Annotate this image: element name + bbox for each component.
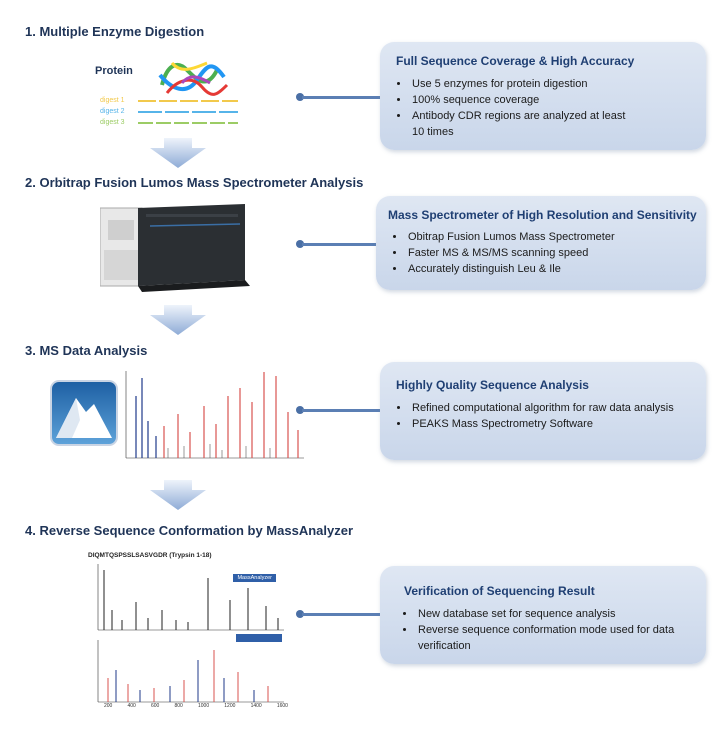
protein-label: Protein (95, 65, 133, 77)
card-step-3: Highly Quality Sequence Analysis Refined… (380, 362, 706, 460)
x-tick-label: 1000 (198, 703, 210, 709)
spectrum-x-ticks: 200 400 600 800 1000 1200 1400 1600 (104, 703, 288, 709)
connector-line-3 (302, 409, 382, 412)
x-tick-label: 800 (174, 703, 183, 709)
connector-dot-2 (296, 240, 304, 248)
step-2-title: 2. Orbitrap Fusion Lumos Mass Spectromet… (25, 175, 364, 190)
digest-2-label: digest 2 (100, 108, 125, 115)
bullet-item: Accurately distinguish Leu & Ile (406, 261, 696, 277)
step-4-title: 4. Reverse Sequence Conformation by Mass… (25, 523, 354, 538)
bullet-item: Use 5 enzymes for protein digestion (410, 76, 640, 92)
massanalyzer-spectrum-chart: DIQMTQSPSSLSASVGDR (Trypsin 1-18) MassAn… (88, 552, 288, 710)
protein-structure-image (158, 61, 229, 96)
x-tick-label: 1600 (276, 703, 288, 709)
card-1-title: Full Sequence Coverage & High Accuracy (396, 54, 635, 68)
spectrum-peptide-title: DIQMTQSPSSLSASVGDR (Trypsin 1-18) (88, 552, 212, 559)
card-step-4: Verification of Sequencing Result New da… (380, 566, 706, 664)
card-2-title: Mass Spectrometer of High Resolution and… (388, 208, 697, 222)
card-4-title: Verification of Sequencing Result (404, 584, 595, 598)
protein-illustration: Protein digest 1 digest 2 digest 3 (90, 55, 250, 130)
bullet-item: PEAKS Mass Spectrometry Software (410, 416, 680, 432)
x-tick-label: 1400 (250, 703, 262, 709)
card-3-bullets: Refined computational algorithm for raw … (394, 400, 680, 432)
digest-3-label: digest 3 (100, 119, 125, 126)
bullet-item: Faster MS & MS/MS scanning speed (406, 245, 696, 261)
x-tick-label: 600 (151, 703, 160, 709)
digest-1-label: digest 1 (100, 97, 125, 104)
digest-1-line (138, 100, 238, 102)
x-tick-label: 400 (127, 703, 136, 709)
connector-dot-3 (296, 406, 304, 414)
connector-line-4 (302, 613, 384, 616)
bullet-item: Obitrap Fusion Lumos Mass Spectrometer (406, 229, 696, 245)
digest-3-line (138, 122, 238, 124)
connector-line-2 (302, 243, 380, 246)
connector-dot-1 (296, 93, 304, 101)
down-arrow-1 (150, 138, 206, 168)
card-step-1: Full Sequence Coverage & High Accuracy U… (380, 42, 706, 150)
ms-spectrum-chart (125, 371, 304, 459)
digest-2-line (138, 111, 238, 113)
bullet-item: New database set for sequence analysis (416, 606, 706, 622)
step-1-title: 1. Multiple Enzyme Digestion (25, 24, 205, 39)
card-2-bullets: Obitrap Fusion Lumos Mass Spectrometer F… (390, 229, 696, 277)
connector-dot-4 (296, 610, 304, 618)
card-1-bullets: Use 5 enzymes for protein digestion 100%… (394, 76, 640, 140)
massanalyzer-tag: MassAnalyzer (233, 574, 276, 582)
mass-spectrometer-image (100, 204, 250, 292)
bullet-item: Refined computational algorithm for raw … (410, 400, 680, 416)
step-3-title: 3. MS Data Analysis (25, 343, 148, 358)
card-step-2: Mass Spectrometer of High Resolution and… (376, 196, 706, 290)
x-tick-label: 200 (104, 703, 113, 709)
card-3-title: Highly Quality Sequence Analysis (396, 378, 589, 392)
bullet-item: 100% sequence coverage (410, 92, 640, 108)
bullet-item: Antibody CDR regions are analyzed at lea… (410, 108, 640, 140)
massanalyzer-tag-label: MassAnalyzer (237, 575, 272, 581)
card-4-bullets: New database set for sequence analysis R… (400, 606, 706, 654)
peaks-mountain-icon (50, 380, 118, 446)
down-arrow-3 (150, 480, 206, 510)
connector-line-1 (302, 96, 384, 99)
x-tick-label: 1200 (224, 703, 236, 709)
down-arrow-2 (150, 305, 206, 335)
bullet-item: Reverse sequence conformation mode used … (416, 622, 706, 654)
